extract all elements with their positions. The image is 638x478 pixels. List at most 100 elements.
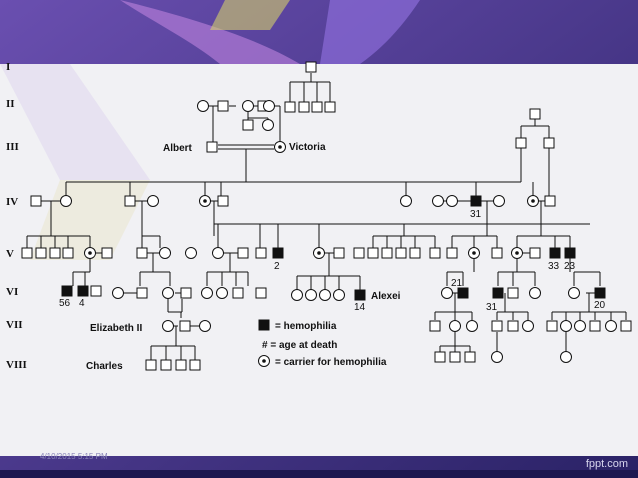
male-symbol xyxy=(50,248,60,258)
female-symbol xyxy=(163,288,174,299)
affected-male-symbol xyxy=(273,248,283,258)
male-symbol xyxy=(180,321,190,331)
female-symbol xyxy=(606,321,617,332)
female-symbol xyxy=(160,248,171,259)
female-symbol xyxy=(186,248,197,259)
male-symbol xyxy=(547,321,557,331)
alexei-label: Alexei xyxy=(371,291,401,302)
age-label: 4 xyxy=(79,298,85,309)
male-symbol xyxy=(31,196,41,206)
elizabeth-label: Elizabeth II xyxy=(90,323,142,334)
male-symbol xyxy=(181,288,191,298)
male-symbol xyxy=(256,288,266,298)
age-label: 14 xyxy=(354,302,366,313)
male-symbol xyxy=(161,360,171,370)
age-label: 2 xyxy=(274,261,280,272)
carrier-dot xyxy=(203,199,207,203)
male-symbol xyxy=(544,138,554,148)
male-symbol xyxy=(102,248,112,258)
generation-label: II xyxy=(6,98,15,110)
charles-label: Charles xyxy=(86,361,123,372)
age-label: 21 xyxy=(451,278,463,289)
age-label: 20 xyxy=(594,300,606,311)
male-symbol xyxy=(545,196,555,206)
male-symbol xyxy=(218,196,228,206)
male-symbol xyxy=(218,101,228,111)
female-symbol xyxy=(450,321,461,332)
generation-label: I xyxy=(6,61,10,73)
female-symbol xyxy=(442,288,453,299)
female-symbol xyxy=(198,101,209,112)
age-label: 23 xyxy=(564,261,576,272)
affected-male-symbol xyxy=(78,286,88,296)
male-symbol xyxy=(238,248,248,258)
male-symbol xyxy=(63,248,73,258)
male-symbol xyxy=(508,321,518,331)
female-symbol xyxy=(523,321,534,332)
affected-male-symbol xyxy=(565,248,575,258)
carrier-dot xyxy=(88,251,92,255)
female-symbol xyxy=(467,321,478,332)
affected-male-symbol xyxy=(458,288,468,298)
female-symbol xyxy=(292,290,303,301)
male-symbol xyxy=(91,286,101,296)
carrier-dot xyxy=(472,251,476,255)
age-label: 31 xyxy=(470,209,482,220)
male-symbol xyxy=(334,248,344,258)
female-symbol xyxy=(494,196,505,207)
affected-male-symbol xyxy=(62,286,72,296)
male-symbol xyxy=(306,62,316,72)
female-symbol xyxy=(113,288,124,299)
generation-label: VII xyxy=(6,319,23,331)
female-symbol xyxy=(334,290,345,301)
female-symbol xyxy=(561,321,572,332)
affected-male-symbol xyxy=(471,196,481,206)
male-symbol xyxy=(530,109,540,119)
female-symbol xyxy=(569,288,580,299)
male-symbol xyxy=(410,248,420,258)
male-symbol xyxy=(256,248,266,258)
female-symbol xyxy=(61,196,72,207)
age-label: 56 xyxy=(59,298,71,309)
generation-label: VI xyxy=(6,286,18,298)
male-symbol xyxy=(530,248,540,258)
elizabeth-symbol xyxy=(163,321,174,332)
carrier-dot xyxy=(531,199,535,203)
carrier-dot xyxy=(515,251,519,255)
carrier-dot xyxy=(278,145,282,149)
female-symbol xyxy=(213,248,224,259)
male-symbol xyxy=(190,360,200,370)
generation-label: V xyxy=(6,248,14,260)
male-symbol xyxy=(22,248,32,258)
carrier-dot xyxy=(317,251,321,255)
legend-age-at-death: # = age at death xyxy=(262,340,337,351)
male-symbol xyxy=(354,248,364,258)
male-symbol xyxy=(325,102,335,112)
female-symbol xyxy=(263,120,274,131)
affected-male-symbol xyxy=(493,288,503,298)
male-symbol xyxy=(243,120,253,130)
albert-symbol xyxy=(207,142,217,152)
female-symbol xyxy=(217,288,228,299)
alexei-symbol xyxy=(355,290,365,300)
affected-male-symbol xyxy=(595,288,605,298)
male-symbol xyxy=(368,248,378,258)
female-symbol xyxy=(200,321,211,332)
female-symbol xyxy=(575,321,586,332)
affected-male-symbol xyxy=(550,248,560,258)
male-symbol xyxy=(492,248,502,258)
albert-label: Albert xyxy=(163,143,193,154)
male-symbol xyxy=(450,352,460,362)
carrier-dot xyxy=(262,359,266,363)
female-symbol xyxy=(401,196,412,207)
male-symbol xyxy=(233,288,243,298)
female-symbol xyxy=(306,290,317,301)
generation-label: III xyxy=(6,141,19,153)
footer-brand: fppt.com xyxy=(586,458,628,470)
male-symbol xyxy=(621,321,631,331)
age-label: 33 xyxy=(548,261,560,272)
charles-symbol xyxy=(146,360,156,370)
legend-affected-swatch xyxy=(259,320,269,330)
generation-label: IV xyxy=(6,196,18,208)
